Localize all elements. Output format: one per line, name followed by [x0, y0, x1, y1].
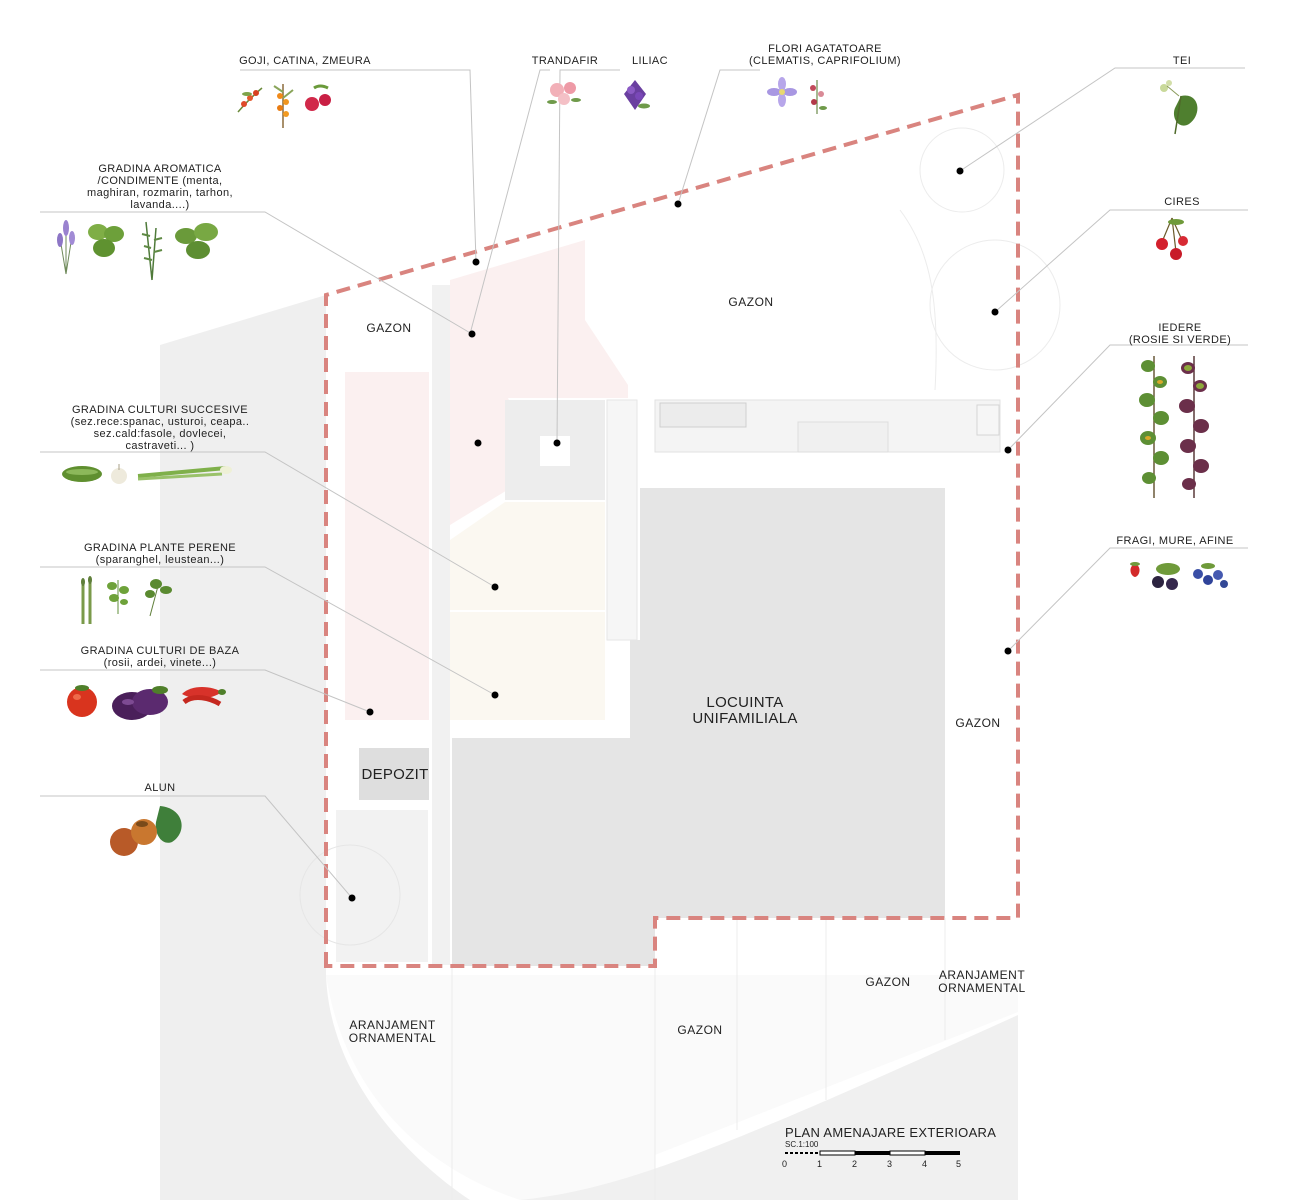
zone-gazon-left: GAZON: [366, 321, 412, 335]
label-alun: ALUN: [144, 782, 176, 794]
zone-aranjament-ornamental-right: ARANJAMENT ORNAMENTAL: [938, 968, 1026, 995]
zone-gazon-bottom: GAZON: [677, 1023, 723, 1037]
sea-buckthorn-icon: [270, 82, 296, 130]
zone-depozit: DEPOZIT: [361, 766, 429, 783]
mint-icon: [84, 218, 128, 284]
shrub-border: [899, 209, 937, 391]
rosemary-icon: [132, 218, 168, 284]
asparagus-icon: [76, 576, 98, 626]
zone-gazon-right: GAZON: [955, 716, 1001, 730]
berry-plants: [1128, 560, 1230, 594]
red-ivy-icon: [1176, 352, 1212, 502]
terrace-table: [797, 421, 889, 453]
plan-title: PLAN AMENAJARE EXTERIOARA: [785, 1125, 997, 1140]
scale-bar: [785, 1150, 960, 1156]
cherry-canopy: [929, 239, 1061, 371]
cherry-icon: [1152, 214, 1190, 262]
raspberry-icon: [300, 82, 336, 130]
label-iedere: IEDERE (ROSIE SI VERDE): [1128, 322, 1232, 346]
main-path: [432, 285, 450, 965]
label-gradina-plante-perene: GRADINA PLANTE PERENE (sparanghel, leust…: [83, 542, 237, 566]
hazel-tree-canopy: [299, 844, 401, 946]
perennial-plants: [76, 576, 176, 626]
zone-gazon-top: GAZON: [728, 295, 774, 309]
pepper-icon: [178, 680, 226, 726]
label-flori-agatatoare: FLORI AGATATOARE (CLEMATIS, CAPRIFOLIUM): [748, 43, 901, 67]
terrace-bench: [659, 402, 747, 428]
house: [452, 488, 945, 966]
aromatic-plants: [52, 218, 224, 284]
label-liliac: LILIAC: [631, 55, 669, 67]
cucumber-icon: [60, 462, 104, 486]
depozit: [359, 748, 429, 800]
leader-lines: [40, 67, 1248, 899]
goji-plants: [234, 82, 336, 130]
zone-aranjament-ornamental-left: ARANJAMENT ORNAMENTAL: [348, 1018, 437, 1045]
garlic-icon: [108, 462, 130, 486]
road-curve: [326, 975, 1018, 1200]
honeysuckle-icon: [803, 76, 831, 116]
scale-tick-0: 0: [782, 1159, 788, 1169]
location-points: [348, 167, 1012, 902]
climbing-flowers: [765, 76, 831, 116]
eggplant-icon: [108, 680, 174, 726]
scale-ratio: SC.1:100: [785, 1140, 819, 1149]
linden-canopy: [919, 127, 1005, 213]
aromatic-garden-area: [450, 240, 628, 398]
label-gradina-culturi-succesive: GRADINA CULTURI SUCCESIVE (sez.rece:span…: [70, 404, 250, 452]
label-fragi: FRAGI, MURE, AFINE: [1116, 535, 1234, 547]
scale-tick-1: 1: [817, 1159, 823, 1169]
rose-plant: [545, 76, 583, 110]
lilac-icon: [618, 76, 652, 112]
goji-berries-icon: [234, 82, 266, 130]
terrace-steps: [606, 399, 638, 641]
successive-plants: [60, 462, 234, 486]
hazelnut-icon: [106, 802, 188, 862]
ivy-plants: [1136, 352, 1212, 502]
rose-bed: [450, 380, 540, 525]
label-trandafir: TRANDAFIR: [531, 55, 599, 67]
blackberry-icon: [1146, 560, 1186, 594]
zone-gazon-bottom-right: GAZON: [865, 975, 911, 989]
scale-tick-2: 2: [852, 1159, 858, 1169]
lavender-icon: [52, 218, 80, 284]
scale-tick-5: 5: [956, 1159, 962, 1169]
label-gradina-culturi-de-baza: GRADINA CULTURI DE BAZA (rosii, ardei, v…: [80, 645, 240, 669]
hazel-plant: [106, 802, 188, 862]
green-onion-icon: [134, 462, 234, 486]
clematis-icon: [765, 76, 799, 116]
tomato-icon: [64, 680, 104, 726]
zone-locuinta-unifamiliala: LOCUINTA UNIFAMILIALA: [692, 694, 798, 727]
basic-crops: [64, 680, 226, 726]
label-tei: TEI: [1172, 55, 1192, 67]
label-goji: GOJI, CATINA, ZMEURA: [239, 55, 371, 67]
linden-plant: [1155, 74, 1205, 136]
label-gradina-aromatica: GRADINA AROMATICA /CONDIMENTE (menta, ma…: [87, 163, 233, 211]
parsley-icon: [140, 576, 176, 626]
basic-crops-area: [345, 372, 429, 720]
road: [160, 295, 470, 1200]
perennial-area: [450, 612, 605, 720]
property-boundary: [324, 92, 1020, 968]
lilac-plant: [618, 76, 652, 112]
linden-leaf-icon: [1155, 74, 1205, 136]
terrace-grill: [976, 404, 1000, 436]
hazel-area: [336, 810, 428, 962]
green-ivy-icon: [1136, 352, 1172, 502]
lower-separators: [451, 918, 946, 1200]
oregano-icon: [172, 218, 224, 284]
rose-icon: [545, 76, 583, 110]
scale-tick-4: 4: [922, 1159, 928, 1169]
lovage-icon: [102, 576, 136, 626]
blueberry-icon: [1190, 560, 1230, 594]
strawberry-icon: [1128, 560, 1142, 594]
scale-tick-3: 3: [887, 1159, 893, 1169]
cherry-plant: [1152, 214, 1190, 262]
label-cires: CIRES: [1164, 196, 1200, 208]
